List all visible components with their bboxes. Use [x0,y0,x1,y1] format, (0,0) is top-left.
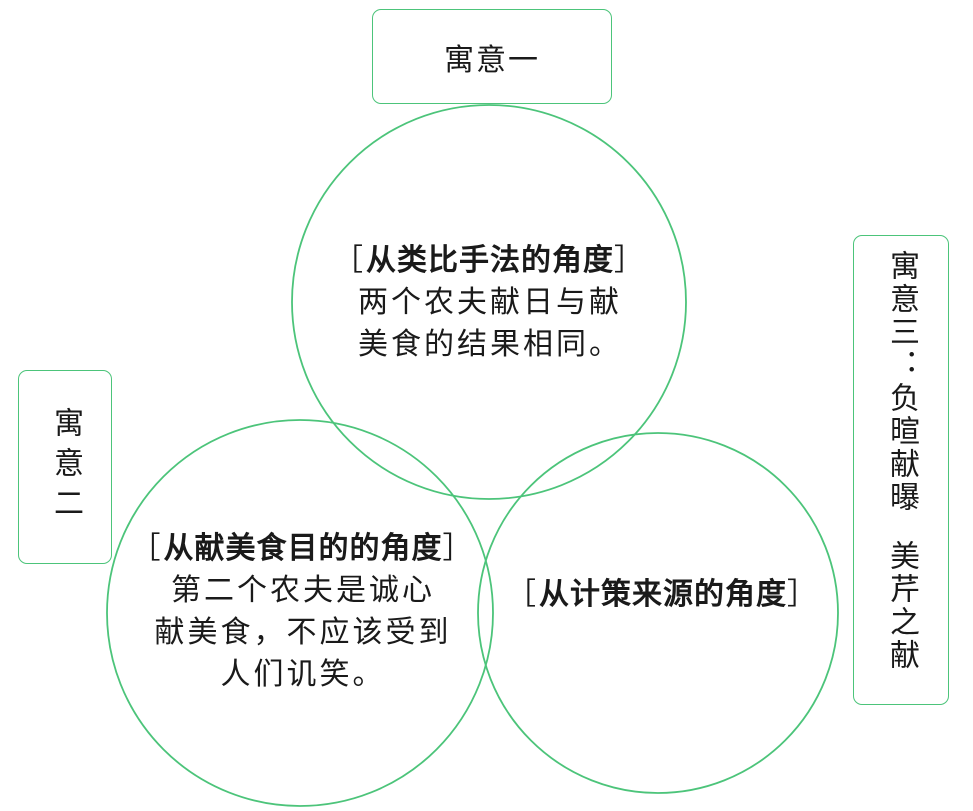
circle-top-heading: 从类比手法的角度 [366,243,614,278]
circle-left-text: ［从献美食目的的角度］ 第二个农夫是诚心 献美食，不应该受到 人们讥笑。 [118,528,488,696]
circle-right [477,432,839,794]
bracket-close: ］ [787,577,820,612]
circle-left-line-2: 献美食，不应该受到 [154,615,452,650]
circle-top-heading-line: ［从类比手法的角度］ [330,240,650,282]
bracket-close: ］ [614,243,647,278]
meaning-three-text: 寓意三：负暄献曝美芹之献 [884,250,919,672]
meaning-three-part1: 负暄献曝 [884,382,919,514]
bracket-close: ］ [442,531,476,566]
circle-left [106,419,494,807]
circle-top-line-2: 美食的结果相同。 [358,327,622,362]
circle-top-line-1: 两个农夫献日与献 [358,285,622,320]
bracket-open: ［ [333,243,366,278]
meaning-two-box: 寓意二 [18,370,112,564]
meaning-three-separator: ： [884,349,919,382]
circle-left-heading-line: ［从献美食目的的角度］ [118,528,488,570]
circle-left-heading: 从献美食目的的角度 [163,531,443,566]
circle-left-line-3: 人们讥笑。 [220,657,386,692]
circle-right-heading-line: ［从计策来源的角度］ [498,574,828,616]
circle-left-line-1: 第二个农夫是诚心 [171,573,435,608]
meaning-three-box: 寓意三：负暄献曝美芹之献 [853,235,949,705]
circle-right-text: ［从计策来源的角度］ [498,574,828,616]
circle-right-heading: 从计策来源的角度 [539,577,787,612]
meaning-one-box: 寓意一 [372,9,612,104]
meaning-one-label: 寓意一 [444,42,540,78]
bracket-open: ［ [506,577,539,612]
meaning-two-label: 寓意二 [48,407,83,527]
bracket-open: ［ [130,531,164,566]
meaning-three-part2: 美芹之献 [884,540,919,672]
circle-top-text: ［从类比手法的角度］ 两个农夫献日与献 美食的结果相同。 [330,240,650,366]
meaning-three-label: 寓意三 [884,250,919,349]
circle-top [291,104,687,500]
